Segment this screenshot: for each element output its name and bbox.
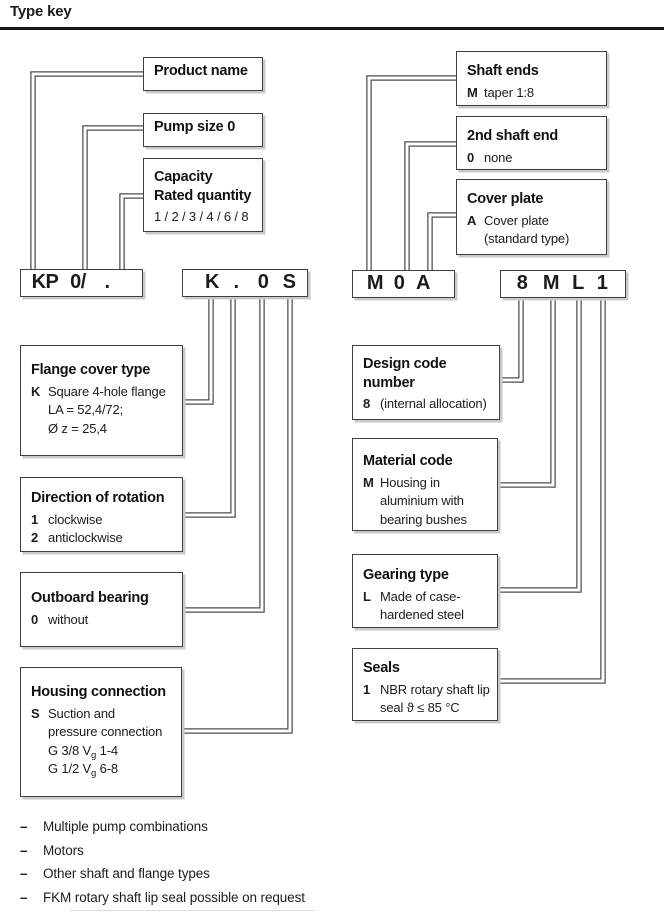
- callout-title: Product name: [154, 62, 248, 79]
- code-char: KP: [31, 271, 59, 293]
- callout-product-name: Product name: [143, 57, 263, 91]
- bottom-rule: [70, 910, 315, 911]
- code-box-m0a: M 0 A: [352, 270, 455, 298]
- callout-title: Flange cover type: [31, 362, 151, 378]
- footnote-text: Motors: [43, 842, 84, 858]
- code-char: 1: [596, 272, 608, 294]
- callout-title: 2nd shaft end: [467, 128, 559, 144]
- footnote-item: –FKM rotary shaft lip seal possible on r…: [20, 886, 305, 910]
- code-char: .: [233, 271, 239, 293]
- callout-line: G 3/8 Vg 1-4: [48, 742, 118, 761]
- dash-bullet: –: [20, 866, 28, 881]
- code-char: M: [542, 272, 560, 294]
- dash-bullet: –: [20, 889, 28, 905]
- footnotes: –Multiple pump combinations –Motors –Oth…: [20, 815, 305, 909]
- callout-line: 8(internal allocation): [363, 396, 487, 411]
- callout-title: Material code: [363, 453, 453, 469]
- footnote-text: FKM rotary shaft lip seal possible on re…: [43, 889, 305, 905]
- callout-title: Gearing type: [363, 567, 449, 583]
- code-box-k0s: K . 0 S: [182, 269, 308, 297]
- code-char: 8: [516, 272, 528, 294]
- callout-title: Housing connection: [31, 684, 166, 700]
- page-title: Type key: [10, 3, 72, 20]
- code-char: S: [282, 271, 296, 293]
- footnote-text: Multiple pump combinations: [43, 819, 208, 834]
- callout-line: bearing bushes: [380, 511, 467, 527]
- code-box-kp: KP 0/ .: [20, 269, 143, 297]
- dash-bullet: –: [20, 819, 28, 834]
- code-char: M: [366, 272, 384, 294]
- callout-title: Seals: [363, 660, 400, 676]
- callout-line: pressure connection: [48, 724, 163, 739]
- dash-bullet: –: [20, 842, 28, 858]
- callout-title-line2: number: [363, 374, 415, 391]
- callout-capacity: Capacity Rated quantity 1 / 2 / 3 / 4 / …: [143, 158, 263, 232]
- top-rule: [0, 27, 664, 30]
- code-char: L: [572, 272, 584, 294]
- callout-line: aluminium with: [380, 493, 464, 508]
- callout-title: Pump size 0: [154, 118, 236, 135]
- callout-title: Design code: [363, 356, 447, 372]
- callout-title-line2: Rated quantity: [154, 187, 252, 204]
- callout-title: Cover plate: [467, 191, 544, 207]
- code-char: 0/: [70, 271, 86, 293]
- callout-title: Shaft ends: [467, 63, 539, 79]
- code-box-8ml1: 8 M L 1: [500, 270, 626, 298]
- callout-title: Direction of rotation: [31, 490, 165, 506]
- footnote-item: –Multiple pump combinations: [20, 815, 305, 839]
- code-char: K: [205, 271, 219, 293]
- callout-line: G 1/2 Vg 6-8: [48, 761, 118, 779]
- callout-line: seal ϑ ≤ 85 °C: [380, 700, 460, 715]
- callout-line: 1 / 2 / 3 / 4 / 6 / 8: [154, 209, 249, 224]
- footnote-item: –Motors: [20, 839, 305, 863]
- callout-title: Outboard bearing: [31, 590, 149, 606]
- code-char: A: [416, 272, 430, 294]
- callout-pump-size: Pump size 0: [143, 113, 263, 147]
- callout-design-code-number: Design code number 8(internal allocation…: [352, 345, 500, 420]
- callout-line: (standard type): [484, 231, 570, 246]
- code-char: .: [104, 271, 110, 293]
- callout-title: Capacity: [154, 169, 213, 185]
- footnote-text: Other shaft and flange types: [43, 866, 210, 881]
- callout-line: hardened steel: [380, 607, 464, 622]
- footnote-item: –Other shaft and flange types: [20, 862, 305, 886]
- code-char: 0: [257, 271, 269, 293]
- callout-line: Ø z = 25,4: [48, 420, 107, 436]
- code-char: 0: [393, 272, 405, 294]
- callout-line: LA = 52,4/72;: [48, 402, 124, 417]
